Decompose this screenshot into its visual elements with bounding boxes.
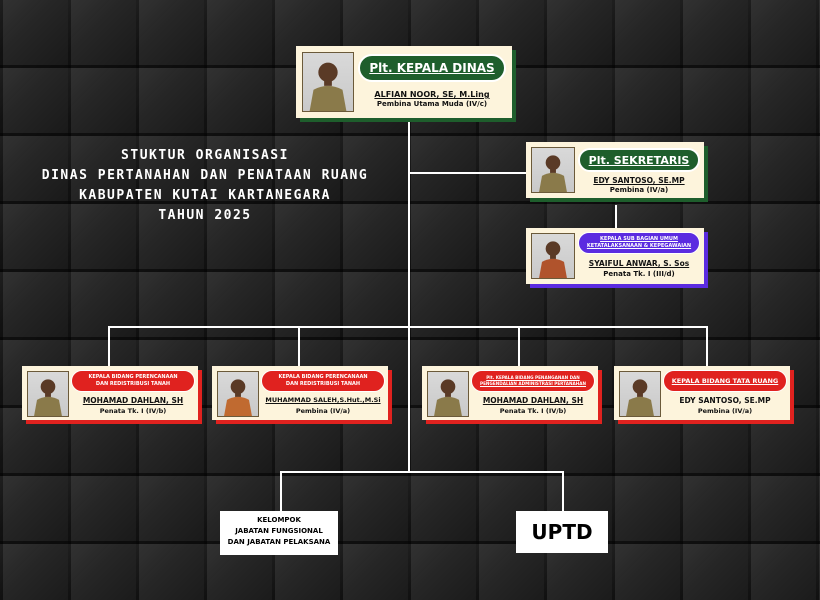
uptd-box: UPTD (516, 511, 608, 553)
title-line-3: KABUPATEN KUTAI KARTANEGARA (79, 188, 331, 203)
sekretaris-name: EDY SANTOSO, SE.MP (593, 176, 685, 185)
kelompok-jabatan-box: KELOMPOK JABATAN FUNGSIONAL DAN JABATAN … (220, 511, 338, 555)
connector-uptd (562, 471, 564, 511)
bidang-4-name: EDY SANTOSO, SE.MP (679, 396, 771, 405)
kepala-dinas-card: Plt. KEPALA DINAS ALFIAN NOOR, SE, M.Lin… (296, 46, 512, 118)
bidang-2-role-pill: KEPALA BIDANG PERENCANAAN DAN REDISTRIBU… (261, 370, 385, 392)
kepala-dinas-name: ALFIAN NOOR, SE, M.Ling (374, 90, 490, 99)
kepala-dinas-photo (302, 52, 354, 112)
bidang-1-role-line-1: KEPALA BIDANG PERENCANAAN (88, 374, 178, 380)
bidang-1-name: MOHAMAD DAHLAN, SH (82, 396, 184, 405)
kasubag-name: SYAIFUL ANWAR, S. Sos (588, 259, 690, 268)
connector-bottom-horizontal (280, 471, 564, 473)
bidang-3-rank: Penata Tk. I (IV/b) (499, 407, 567, 415)
bidang-1-role-pill: KEPALA BIDANG PERENCANAAN DAN REDISTRIBU… (71, 370, 195, 392)
bidang-4-role-pill: KEPALA BIDANG TATA RUANG (663, 370, 787, 392)
title-line-2: DINAS PERTANAHAN DAN PENATAAN RUANG (41, 168, 369, 183)
connector-sekretaris (408, 172, 528, 174)
bidang-card-1: KEPALA BIDANG PERENCANAAN DAN REDISTRIBU… (22, 366, 198, 420)
kelompok-line-3: DAN JABATAN PELAKSANA (227, 538, 331, 546)
kasubag-role-line-2: KETATALAKSANAAN & KEPEGAWAIAN (586, 243, 692, 249)
connector-bidang-1 (108, 326, 110, 366)
connector-kasubag (615, 205, 617, 230)
title-line-1: STUKTUR ORGANISASI (121, 148, 289, 163)
bidang-3-role-pill: Plt. KEPALA BIDANG PENANGANAN DAN PENGEN… (471, 370, 595, 392)
connector-bidang-4 (706, 326, 708, 366)
kasubag-card: KEPALA SUB BAGIAN UMUM KETATALAKSANAAN &… (526, 228, 704, 284)
bidang-1-role-line-2: DAN REDISTRIBUSI TANAH (95, 381, 171, 387)
kasubag-rank: Penata Tk. I (III/d) (603, 270, 675, 278)
bidang-4-role-line-1: KEPALA BIDANG TATA RUANG (671, 377, 779, 385)
connector-kelompok (280, 471, 282, 511)
kelompok-line-1: KELOMPOK (257, 516, 301, 524)
bidang-4-photo (619, 371, 661, 417)
bidang-card-3: Plt. KEPALA BIDANG PENANGANAN DAN PENGEN… (422, 366, 598, 420)
bidang-1-photo (27, 371, 69, 417)
sekretaris-rank: Pembina (IV/a) (609, 186, 669, 194)
bidang-4-rank: Pembina (IV/a) (697, 407, 753, 415)
title-line-4: TAHUN 2025 (158, 208, 252, 223)
bidang-card-4: KEPALA BIDANG TATA RUANG EDY SANTOSO, SE… (614, 366, 790, 420)
bidang-card-2: KEPALA BIDANG PERENCANAAN DAN REDISTRIBU… (212, 366, 388, 420)
bidang-2-rank: Pembina (IV/a) (295, 407, 351, 415)
bidang-3-role-line-2: PENGENDALIAN ADMINISTRASI PERTANAHAN (480, 381, 586, 386)
connector-bidang-3 (518, 326, 520, 366)
sekretaris-role-pill: Plt. SEKRETARIS (578, 148, 700, 172)
kepala-dinas-rank: Pembina Utama Muda (IV/c) (376, 100, 488, 108)
chart-title: STUKTUR ORGANISASI DINAS PERTANAHAN DAN … (20, 146, 390, 226)
bidang-2-role-line-2: DAN REDISTRIBUSI TANAH (285, 381, 361, 387)
bidang-3-photo (427, 371, 469, 417)
bidang-1-rank: Penata Tk. I (IV/b) (99, 407, 167, 415)
connector-bidang-horizontal (108, 326, 708, 328)
sekretaris-photo (531, 147, 575, 193)
connector-bidang-2 (298, 326, 300, 366)
bidang-2-role-line-1: KEPALA BIDANG PERENCANAAN (278, 374, 368, 380)
bidang-3-role-line-1: Plt. KEPALA BIDANG PENANGANAN DAN (486, 374, 580, 380)
kelompok-line-2: JABATAN FUNGSIONAL (235, 527, 323, 535)
kepala-dinas-role-pill: Plt. KEPALA DINAS (358, 54, 506, 82)
connector-main-vertical (408, 120, 410, 472)
bidang-2-name: MUHAMMAD SALEH,S.Hut.,M.Si (265, 396, 381, 404)
uptd-label: UPTD (531, 520, 593, 544)
bidang-3-name: MOHAMAD DAHLAN, SH (482, 396, 584, 405)
kasubag-role-pill: KEPALA SUB BAGIAN UMUM KETATALAKSANAAN &… (578, 232, 700, 254)
sekretaris-card: Plt. SEKRETARIS EDY SANTOSO, SE.MP Pembi… (526, 142, 704, 198)
kasubag-role-line-1: KEPALA SUB BAGIAN UMUM (600, 236, 678, 242)
bidang-2-photo (217, 371, 259, 417)
kasubag-photo (531, 233, 575, 279)
